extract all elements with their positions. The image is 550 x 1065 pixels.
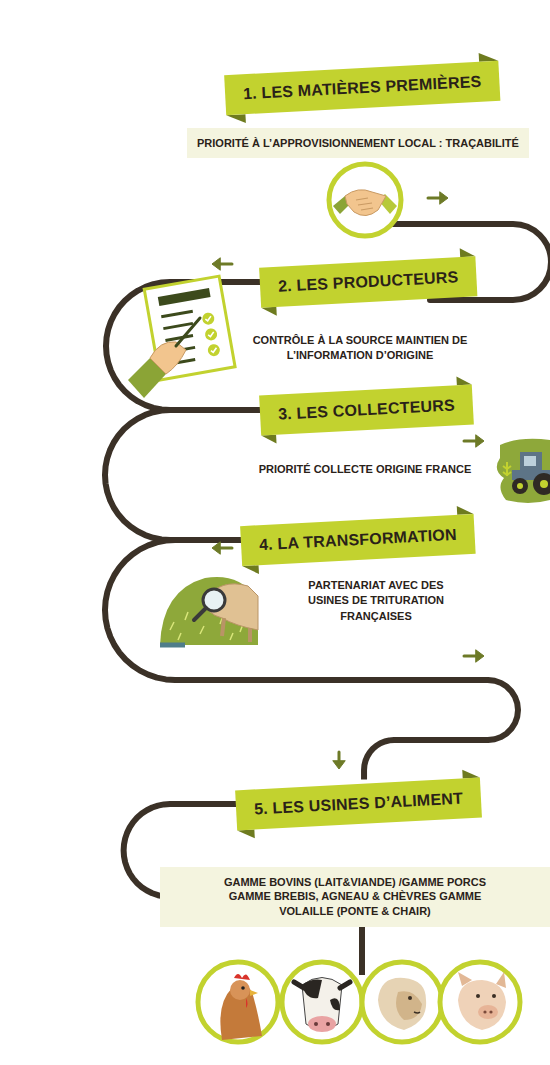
chicken-icon [198, 962, 278, 1042]
road-connector [105, 540, 518, 780]
step-banner: 1. LES MATIÈRES PREMIÈRES [224, 61, 500, 115]
tractor-icon [520, 452, 542, 472]
info-text: PRIORITÉ À L’APPROVISIONNEMENT LOCAL : T… [197, 136, 519, 151]
road-connector [105, 410, 261, 540]
direction-arrow [333, 761, 345, 769]
step-description: PRIORITÉ COLLECTE ORIGINE FRANCE [240, 462, 490, 477]
handshake-icon [356, 198, 373, 210]
cow-icon [314, 1022, 318, 1026]
banner-fold [456, 376, 471, 386]
banner-fill [259, 384, 474, 435]
clipboard-icon [150, 342, 186, 374]
clipboard-icon [176, 318, 200, 346]
step-banner: 3. LES COLLECTEURS [259, 384, 474, 435]
direction-arrow [212, 258, 232, 270]
cow-icon [326, 1022, 330, 1026]
tractor-icon [512, 478, 528, 494]
handshake-icon [329, 164, 401, 236]
info-text: GAMME BOVINS (LAIT&VIANDE) /GAMME PORCS … [210, 875, 500, 920]
chicken-icon [250, 990, 258, 996]
clipboard-icon [144, 276, 235, 380]
banner-fill [259, 256, 477, 307]
field-icon [194, 608, 206, 620]
pig-icon [492, 994, 496, 998]
field-icon [160, 643, 185, 648]
banner-fold [459, 248, 475, 258]
banner-fold [462, 769, 480, 779]
banner-fold [261, 307, 277, 317]
direction-arrow [476, 650, 484, 662]
step-banner: 2. LES PRODUCTEURS [259, 256, 477, 307]
step-description: PARTENARIAT AVEC DES USINES DE TRITURATI… [296, 578, 456, 624]
pig-icon [483, 1010, 486, 1013]
direction-arrow [212, 542, 220, 554]
banner-fill [224, 61, 500, 115]
cow-icon [294, 982, 350, 988]
direction-arrow [464, 435, 484, 447]
pig-icon [440, 962, 520, 1042]
sheep-icon [378, 978, 426, 1030]
clipboard-icon [144, 276, 235, 380]
banner-fill [235, 778, 482, 831]
banner-fill [240, 514, 476, 566]
step-description: CONTRÔLE À LA SOURCE MAINTIEN DE L’INFOR… [235, 333, 485, 364]
direction-arrow [212, 542, 232, 554]
cow-icon [282, 962, 362, 1042]
pig-icon [489, 1010, 492, 1013]
clipboard-icon [128, 276, 235, 398]
cow-icon [330, 998, 340, 1010]
direction-arrow [440, 192, 448, 204]
direction-arrow [428, 192, 448, 204]
tractor-icon [517, 483, 523, 489]
info-band: PRIORITÉ À L’APPROVISIONNEMENT LOCAL : T… [187, 128, 529, 159]
tractor-icon [503, 462, 511, 476]
sheep-icon [396, 991, 422, 1020]
tractor-icon [540, 480, 548, 488]
direction-arrow [212, 258, 220, 270]
field-icon [160, 577, 258, 645]
direction-arrow [476, 435, 484, 447]
clipboard-icon [158, 288, 211, 306]
banner-fold [457, 505, 474, 515]
banner-fold [478, 52, 498, 62]
direction-arrow [212, 192, 484, 769]
cow-icon [282, 962, 362, 1042]
field-icon [222, 618, 250, 642]
step-banner: 4. LA TRANSFORMATION [240, 514, 476, 566]
chicken-icon [234, 974, 250, 980]
pig-icon [458, 980, 506, 1030]
cow-icon [308, 1016, 336, 1032]
field-icon [160, 577, 258, 645]
info-band: GAMME BOVINS (LAIT&VIANDE) /GAMME PORCS … [160, 867, 550, 928]
pig-icon [458, 972, 506, 988]
sheep-icon [414, 1012, 420, 1013]
pig-icon [476, 994, 480, 998]
tractor-icon [524, 456, 536, 466]
tractor-icon [533, 473, 550, 495]
chicken-icon [246, 998, 248, 1008]
pig-icon [440, 962, 520, 1042]
direction-arrow [333, 752, 345, 769]
banner-fold [261, 435, 276, 445]
sheep-icon [362, 962, 442, 1042]
tractor-icon [497, 439, 550, 503]
banner-fold [237, 829, 255, 839]
chicken-icon [241, 986, 245, 990]
handshake-icon [345, 190, 386, 216]
handshake-icon [329, 164, 401, 236]
direction-arrow [464, 650, 484, 662]
pig-icon [478, 1005, 498, 1019]
chicken-icon [230, 980, 250, 1000]
step-banner: 5. LES USINES D’ALIMENT [235, 778, 482, 831]
chicken-icon [198, 962, 278, 1042]
banner-fold [242, 565, 259, 575]
clipboard-icon [205, 316, 217, 352]
banner-fold [226, 114, 246, 124]
sheep-icon [408, 996, 412, 1000]
sheep-icon [362, 962, 442, 1042]
